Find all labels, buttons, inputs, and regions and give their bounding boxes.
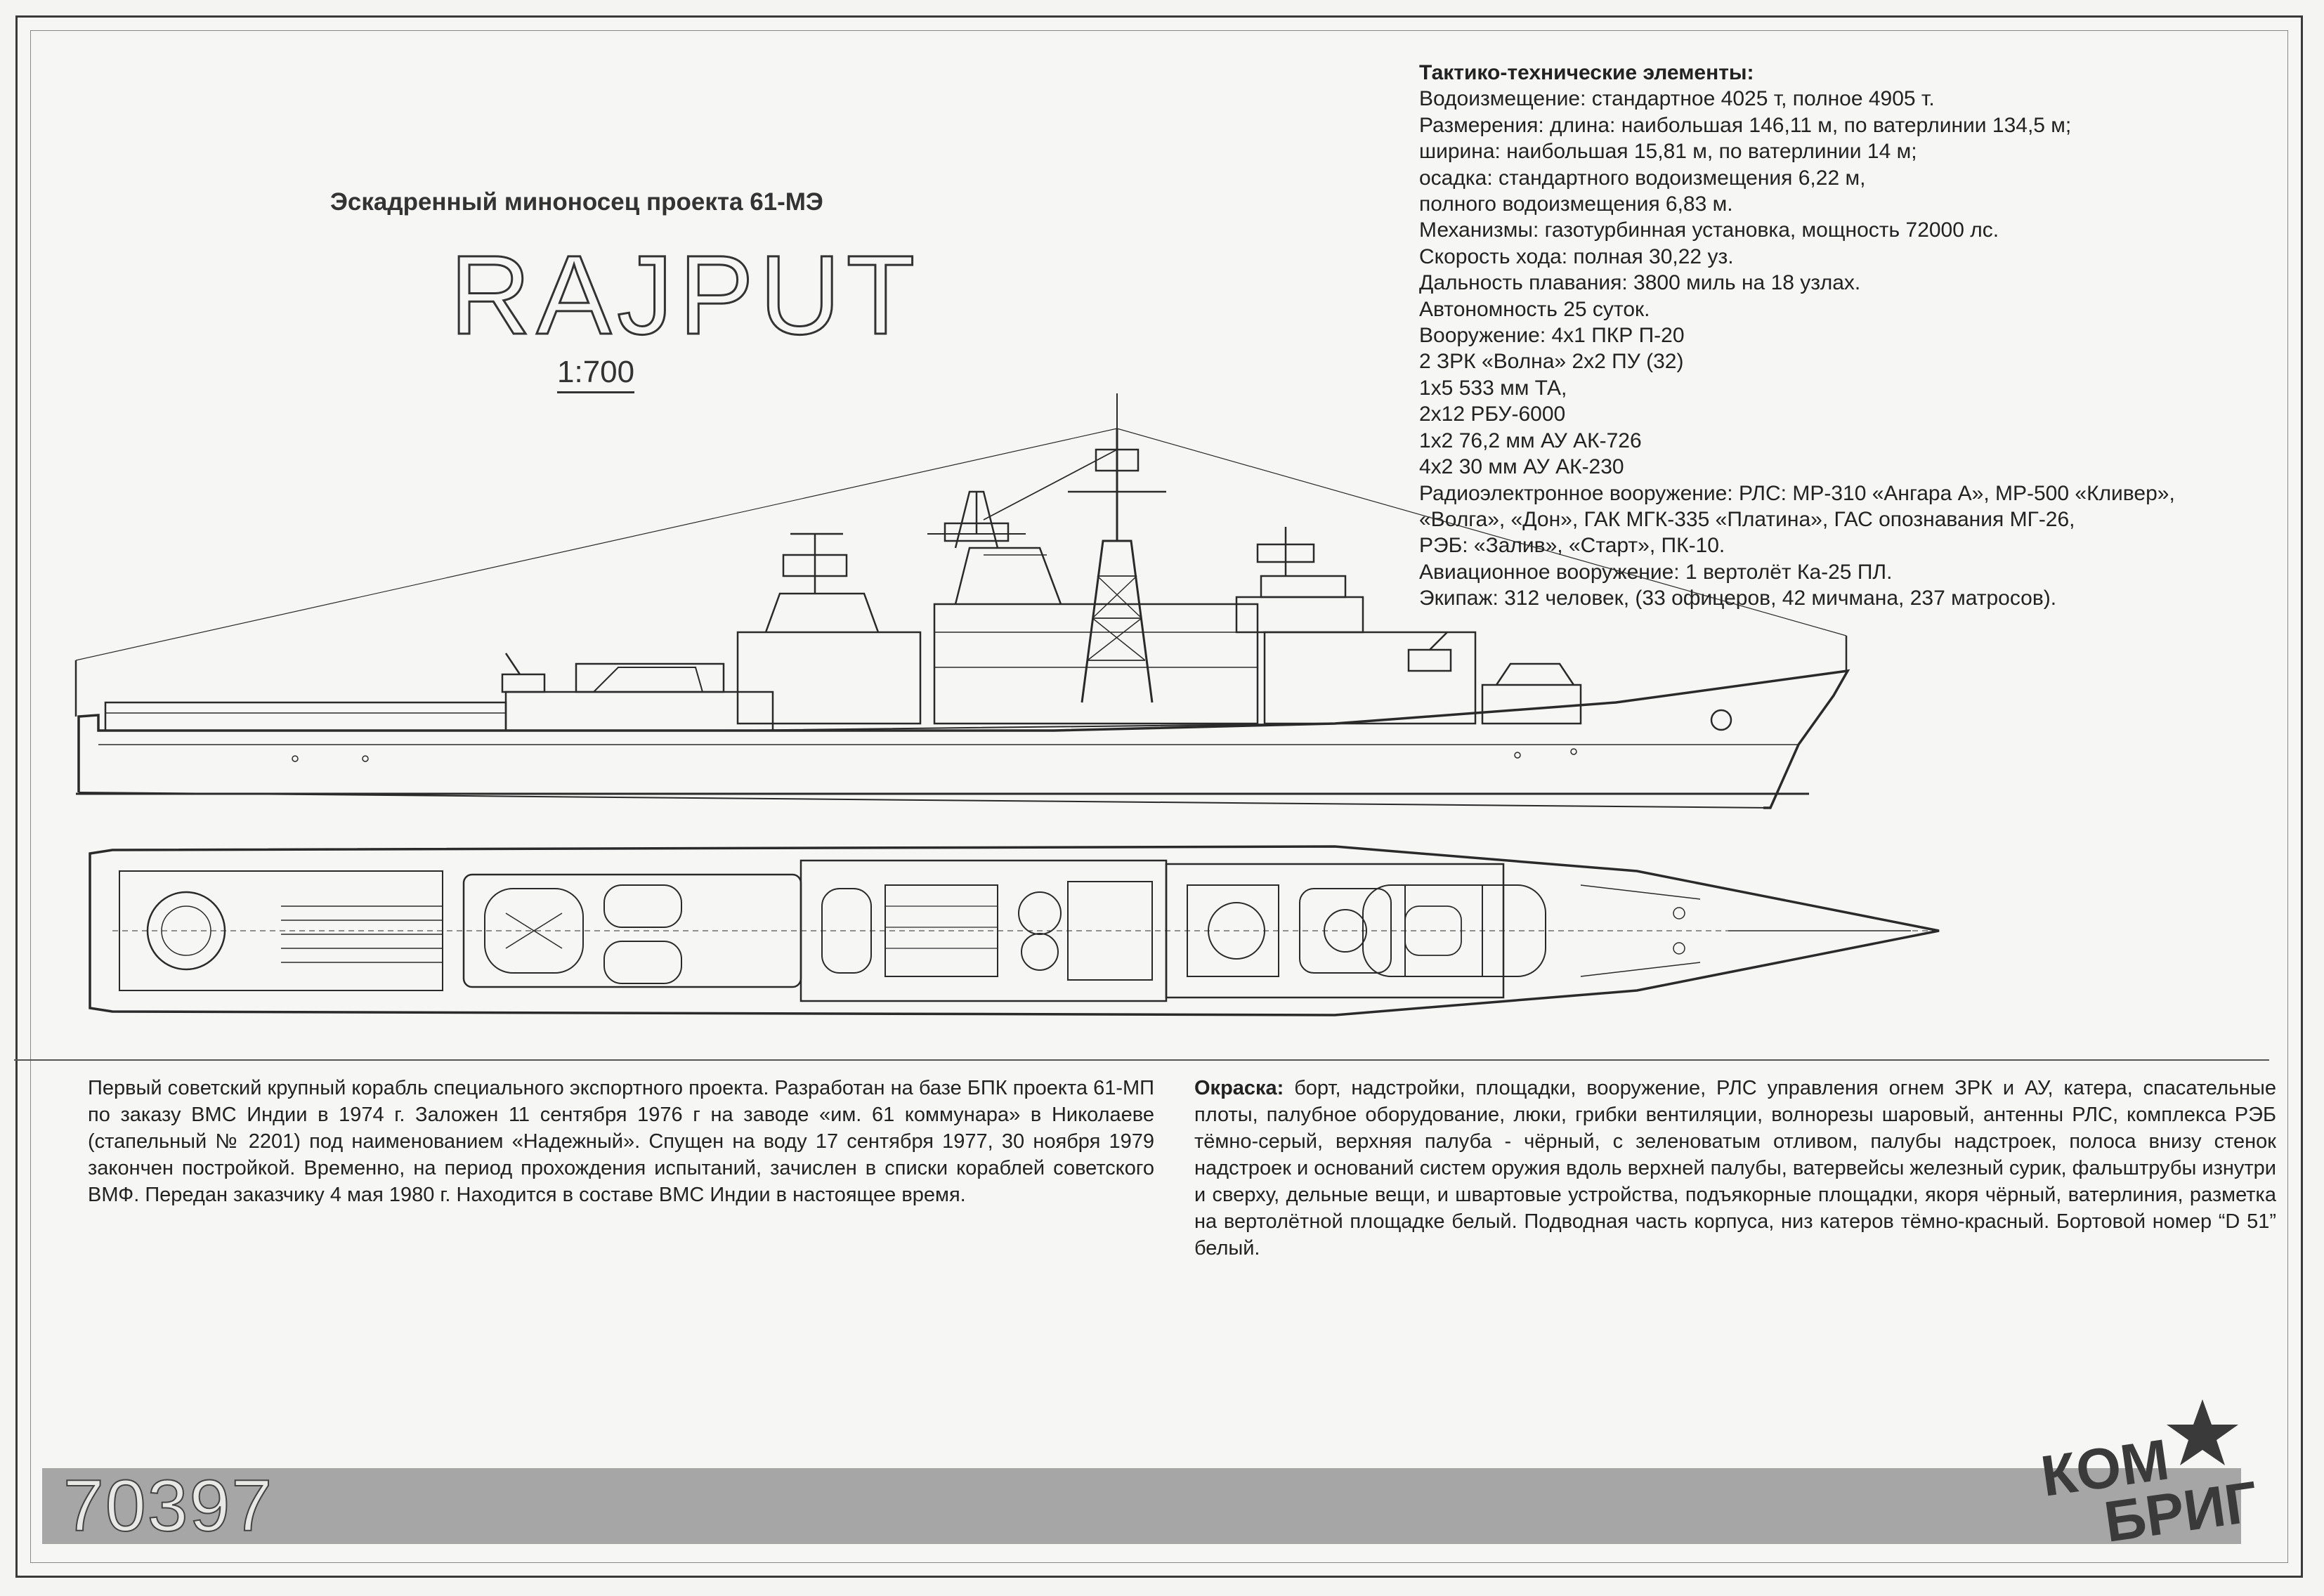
specification-line: Размерения: длина: наибольшая 146,11 м, … [1419,113,2072,137]
paint-scheme-paragraph: Окраска: борт, надстройки, площадки, воо… [1194,1075,2276,1262]
specification-line: Авиационное вооружение: 1 вертолёт Ка-25… [1419,560,1893,584]
portholes [292,748,1577,762]
anchor [1710,709,1732,731]
specification-line: 4х2 30 мм АУ АК-230 [1419,455,1624,479]
forward-gun-mount [1407,648,1452,672]
helideck [119,870,443,991]
kombrig-logo: КОМ БРИГ [2037,1399,2261,1555]
section-divider [14,1059,2269,1061]
bow-details [1580,884,1911,977]
specification-line: 2 ЗРК «Волна» 2х2 ПУ (32) [1419,350,1684,374]
specification-line: Радиоэлектронное вооружение: РЛС: МР-310… [1419,481,2175,505]
deck-line [98,670,1848,731]
scale-label: 1:700 [557,355,635,393]
bridge-deck [1235,596,1364,634]
specification-line: Дальность плавания: 3800 миль на 18 узла… [1419,271,1861,295]
bridge-superstructure [1263,631,1477,725]
specification-line: 1х5 533 мм ТА, [1419,376,1567,400]
specification-line: Механизмы: газотурбинная установка, мощн… [1419,218,1999,242]
specification-line: Скорость хода: полная 30,22 уз. [1419,244,1734,268]
aft-funnel [764,592,880,633]
ship-drawing [74,393,1940,1016]
specification-line: Вооружение: 4х1 ПКР П-20 [1419,324,1685,348]
aft-radar [782,554,848,577]
aft-superstructure-plan [462,873,802,988]
paint-scheme-text: борт, надстройки, площадки, вооружение, … [1194,1077,2276,1260]
specification-line: Автономность 25 суток. [1419,297,1650,321]
forward-mast [927,490,1026,549]
specification-line: 1х2 76,2 мм АУ АК-726 [1419,429,1642,452]
specification-line: 2х12 РБУ-6000 [1419,403,1566,426]
rigging-forward [1116,428,1847,636]
specification-line: ширина: наибольшая 15,81 м, по ватерлини… [1419,140,1917,164]
ship-name-title: RAJPUT [448,232,921,358]
central-superstructure [933,603,1259,725]
specifications-title: Тактико-технические элементы: [1419,61,1754,84]
history-paragraph: Первый советский крупный корабль специал… [88,1077,1154,1206]
inner-frame [30,30,2288,1563]
side-profile [74,393,1850,809]
hull-outline [77,669,1850,809]
paint-scheme-label: Окраска: [1194,1077,1284,1099]
aft-sam-launcher [575,662,725,693]
deck-plan-outline [89,845,1940,1016]
forward-radar [944,522,1010,542]
specification-line: полного водоизмещения 6,83 м. [1419,192,1733,216]
forward-sam-plan [1362,884,1546,977]
star-icon [2167,1399,2238,1465]
specification-line: осадка: стандартного водоизмещения 6,22 … [1419,166,1866,190]
aft-gun-mount [501,673,546,693]
specification-line: РЭБ: «Залив», «Старт», ПК-10. [1419,534,1725,558]
ship-class-subtitle: Эскадренный миноносец проекта 61-МЭ [330,188,823,216]
helideck-structure [104,701,507,732]
forward-funnel [954,547,1062,605]
missile-launchers-aft [281,905,443,963]
catalog-number: 70397 [63,1465,274,1547]
specifications-lines: Водоизмещение: стандартное 4025 т, полно… [1419,86,2290,611]
aft-superstructure [504,691,774,732]
aft-funnel-block [736,631,922,725]
forward-sam-launcher [1481,683,1582,725]
specifications-block: Тактико-технические элементы: Водоизмеще… [1419,60,2290,612]
forward-plan [1165,863,1505,999]
bridge-radar [1256,543,1315,563]
footer-band [42,1468,2241,1544]
deck-plan [89,845,1940,1016]
main-lattice-mast [983,393,1166,703]
specification-line: Водоизмещение: стандартное 4025 т, полно… [1419,87,1935,111]
specification-line: «Волга», «Дон», ГАК МГК-335 «Платина», Г… [1419,507,2075,531]
keel-line [78,792,1771,809]
rigging-aft [75,428,1118,661]
drawing-sheet [15,15,2303,1578]
helicopter-pad [146,891,226,971]
specification-line: Экипаж: 312 человек, (33 офицеров, 42 ми… [1419,587,2057,610]
